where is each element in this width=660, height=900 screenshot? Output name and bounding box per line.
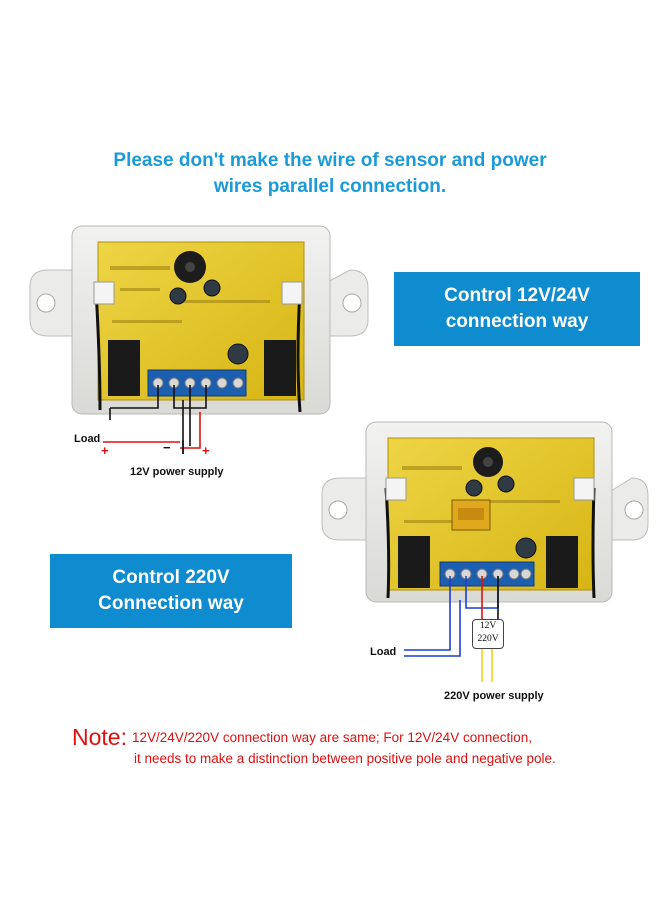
control-220v-label: Control 220V Connection way (50, 554, 292, 628)
ps-voltage-12v: 12V (479, 621, 497, 631)
device-12v (29, 225, 369, 454)
headline-line-1: Please don't make the wire of sensor and… (113, 150, 547, 171)
supply-label-12v: 12V power supply (130, 466, 224, 478)
note-title: Note: (72, 724, 127, 750)
control-220v-line-1: Control 220V (112, 567, 230, 588)
control-12v-24v-label: Control 12V/24V connection way (394, 272, 640, 346)
power-supply-module: 12V 220V (472, 619, 504, 649)
load-label-12v: Load (74, 433, 101, 445)
note-line-2: it needs to make a distinction between p… (134, 751, 556, 766)
control-220v-line-2: Connection way (98, 593, 244, 614)
device-220v (321, 421, 649, 682)
plus-sign-left: + (101, 443, 109, 458)
ps-voltage-220v: 220V (477, 634, 499, 644)
control-12v-line-2: connection way (445, 311, 589, 332)
minus-sign: − (163, 440, 171, 455)
note-line-1: 12V/24V/220V connection way are same; Fo… (132, 730, 532, 745)
control-12v-line-1: Control 12V/24V (444, 285, 590, 306)
plus-sign-right: + (202, 443, 210, 458)
supply-label-220v: 220V power supply (444, 690, 544, 702)
load-label-220v: Load (370, 646, 397, 658)
headline: Please don't make the wire of sensor and… (0, 148, 660, 200)
headline-line-2: wires parallel connection. (213, 176, 447, 197)
